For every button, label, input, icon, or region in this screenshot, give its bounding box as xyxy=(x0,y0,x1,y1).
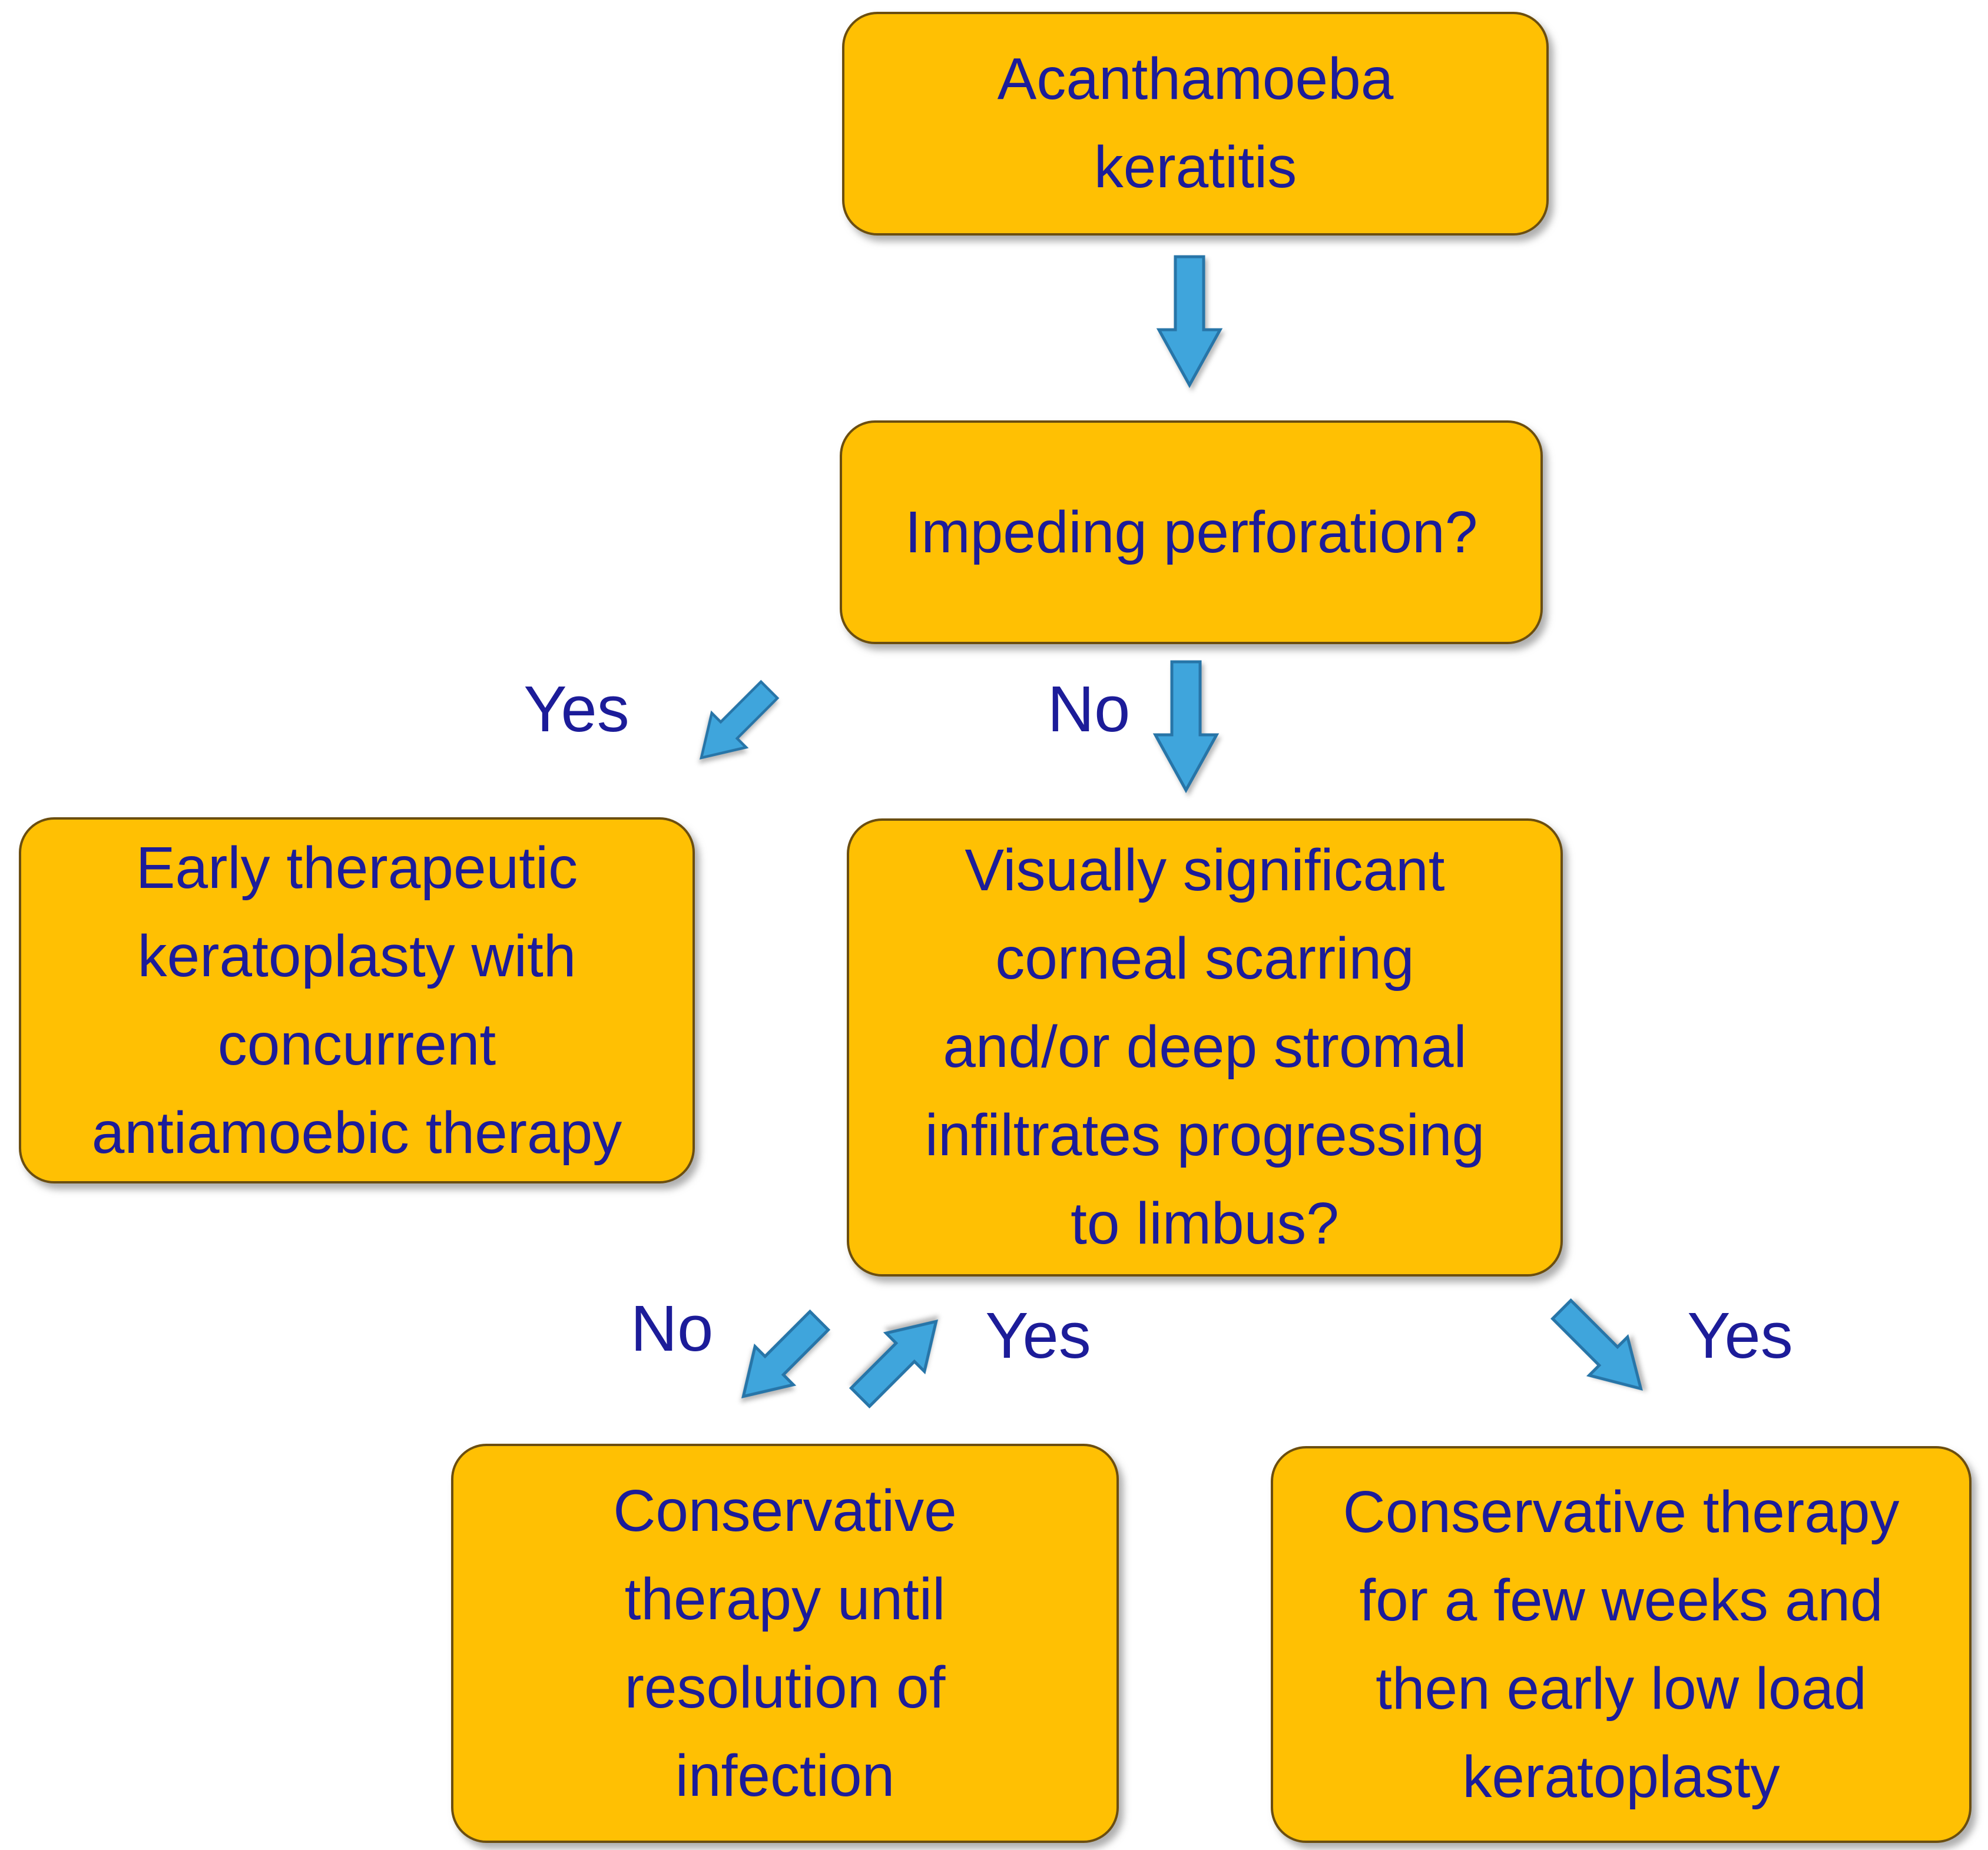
arrow-down-left-icon xyxy=(699,679,780,760)
edge-label-scarring-yes: Yes xyxy=(1687,1299,1793,1372)
flow-node-impeding-perforation: Impeding perforation? xyxy=(840,420,1543,644)
flow-node-acanthamoeba-keratitis: Acanthamoeba keratitis xyxy=(842,12,1549,236)
node-label-acanthamoeba-keratitis: Acanthamoeba keratitis xyxy=(997,46,1394,200)
edge-label-scarring-yes-return: Yes xyxy=(985,1299,1091,1372)
arrow-down-icon xyxy=(1156,255,1223,389)
node-label-conservative-until-resolution: Conservative therapy until resolution of… xyxy=(613,1477,957,1808)
arrow-down-left-icon xyxy=(741,1309,831,1398)
edge-label-scarring-no: No xyxy=(630,1292,714,1365)
flow-node-conservative-until-resolution: Conservative therapy until resolution of… xyxy=(451,1444,1119,1843)
arrow-up-right-icon xyxy=(849,1319,938,1409)
edge-label-perforation-yes: Yes xyxy=(523,672,629,745)
flow-node-conservative-low-load-keratoplasty: Conservative therapy for a few weeks and… xyxy=(1271,1446,1972,1843)
flow-node-early-therapeutic-keratoplasty: Early therapeutic keratoplasty with conc… xyxy=(19,817,695,1183)
arrow-down-right-icon xyxy=(1550,1298,1643,1391)
node-label-early-therapeutic-keratoplasty: Early therapeutic keratoplasty with conc… xyxy=(91,834,622,1165)
flow-node-visually-significant-scarring: Visually significant corneal scarring an… xyxy=(847,818,1563,1277)
edge-label-perforation-no: No xyxy=(1047,672,1131,745)
node-label-visually-significant-scarring: Visually significant corneal scarring an… xyxy=(925,837,1485,1256)
arrow-down-icon xyxy=(1152,660,1220,794)
node-label-impeding-perforation: Impeding perforation? xyxy=(904,499,1478,565)
node-label-conservative-low-load-keratoplasty: Conservative therapy for a few weeks and… xyxy=(1343,1478,1900,1809)
